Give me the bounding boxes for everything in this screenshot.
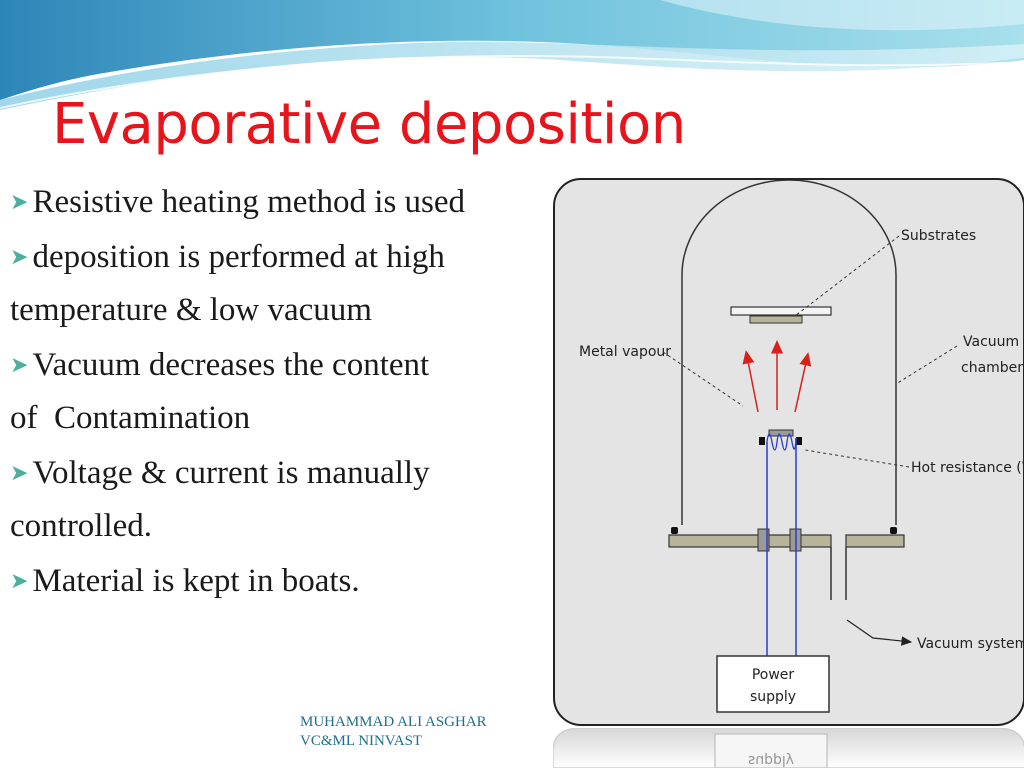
hot-resistance-leader [804,449,910,468]
metal-vapour-leader [662,351,744,407]
power-supply-label-line1: Power [752,667,795,683]
base-plate-right [845,534,905,548]
arrow-bullet-icon: ➤ [10,459,29,485]
boat-block-left [759,437,765,445]
bullet-item: ➤Material is kept in boats. [10,554,555,609]
reflection-label: supply [748,752,794,768]
power-supply-box [716,655,830,713]
bullet-text: Material is kept in boats. [32,562,360,599]
boat-block-right [796,437,802,445]
evaporation-boat [768,429,794,437]
evaporation-chamber-diagram: Power supply Substrates Metal vapour Vac… [553,178,1024,726]
bullet-text: Voltage & current is manually [32,454,430,491]
bullet-text: Vacuum decreases the content [32,346,430,383]
bullet-text: of Contamination [10,400,251,436]
footer-author: MUHAMMAD ALI ASGHAR VC&ML NINVAST [300,713,487,751]
bullet-item: ➤Voltage & current is manually [10,446,555,501]
diagram-canvas: Power supply Substrates Metal vapour Vac… [579,180,1024,713]
reflection-canvas: supply [553,728,1024,768]
vacuum-chamber-label-line1: Vacuum [963,334,1019,350]
bullet-item: ➤deposition is performed at high [10,230,555,285]
bullet-continuation: of Contamination [10,392,555,446]
vacuum-chamber-label-line2: chamber [961,360,1023,376]
arrow-bullet-icon: ➤ [10,243,29,269]
slide-title: Evaporative deposition [52,92,686,157]
vacuum-pipe [830,547,847,600]
vacuum-system-arrow [846,619,913,646]
arrow-bullet-icon: ➤ [10,567,29,593]
bullet-continuation: temperature & low vacuum [10,284,555,338]
substrates-leader [794,235,900,317]
header-wave-decoration [0,0,1024,110]
bullet-text: Resistive heating method is used [32,184,466,220]
bullet-item: ➤Resistive heating method is used [10,175,555,230]
seal-right [890,527,897,534]
seal-left [671,527,678,534]
vapour-arrow-right [794,352,812,413]
metal-vapour-label: Metal vapour [579,344,671,360]
vapour-arrow-left [742,350,759,413]
substrate-holder [730,306,832,316]
vacuum-chamber-bell-jar [681,180,897,525]
hot-resistance-label: Hot resistance (W) [911,460,1024,476]
vacuum-chamber-leader [895,345,958,385]
substrate [749,315,803,324]
hot-resistance-filament [766,433,797,451]
footer-author-name: MUHAMMAD ALI ASGHAR [300,714,487,730]
base-plate-left [668,534,832,548]
bullet-continuation: controlled. [10,500,555,554]
bullet-text: controlled. [10,508,153,544]
feedthrough-left [757,528,770,552]
bullet-text: deposition is performed at high [32,238,445,275]
bullet-list: ➤Resistive heating method is used ➤depos… [10,175,555,608]
arrow-bullet-icon: ➤ [10,189,29,214]
bullet-item: ➤Vacuum decreases the content [10,338,555,393]
arrow-bullet-icon: ➤ [10,351,29,377]
substrates-label: Substrates [901,228,976,244]
footer-affiliation: VC&ML NINVAST [300,733,423,749]
vacuum-system-label: Vacuum system [917,636,1024,652]
power-supply-label-line2: supply [750,689,796,705]
diagram-reflection: supply [553,728,1024,768]
bullet-text: temperature & low vacuum [10,292,372,328]
